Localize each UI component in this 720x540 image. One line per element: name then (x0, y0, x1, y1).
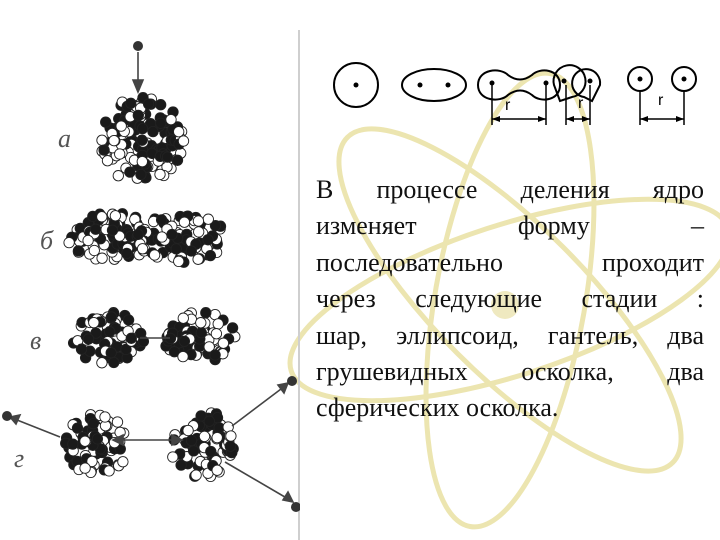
text-line-2: изменяет форму – (316, 211, 704, 241)
stage-label-b: б (40, 226, 54, 255)
stage-label-v: в (30, 326, 42, 355)
nucleus-shape-stages (333, 62, 697, 125)
text-line-1: В процессе деления ядро (316, 175, 704, 204)
text-line-7: сферических осколка. (316, 393, 559, 423)
stage-label-g: г (14, 444, 25, 473)
text-line-4: через следующие стадии : (316, 284, 704, 314)
fission-description-text: В процессе деления ядро изменяет форму –… (316, 172, 704, 427)
distance-label-2: r (578, 95, 584, 112)
text-line-3: последовательно проходит (316, 247, 704, 277)
text-line-5: шар, эллипсоид, гантель, два (316, 320, 704, 350)
text-line-6: грушевидных осколка, два (316, 356, 704, 386)
stage-label-a: а (58, 124, 71, 153)
distance-label-1: r (505, 97, 511, 114)
nucleus-fission-illustration (2, 30, 300, 540)
distance-label-3: r (658, 92, 664, 109)
